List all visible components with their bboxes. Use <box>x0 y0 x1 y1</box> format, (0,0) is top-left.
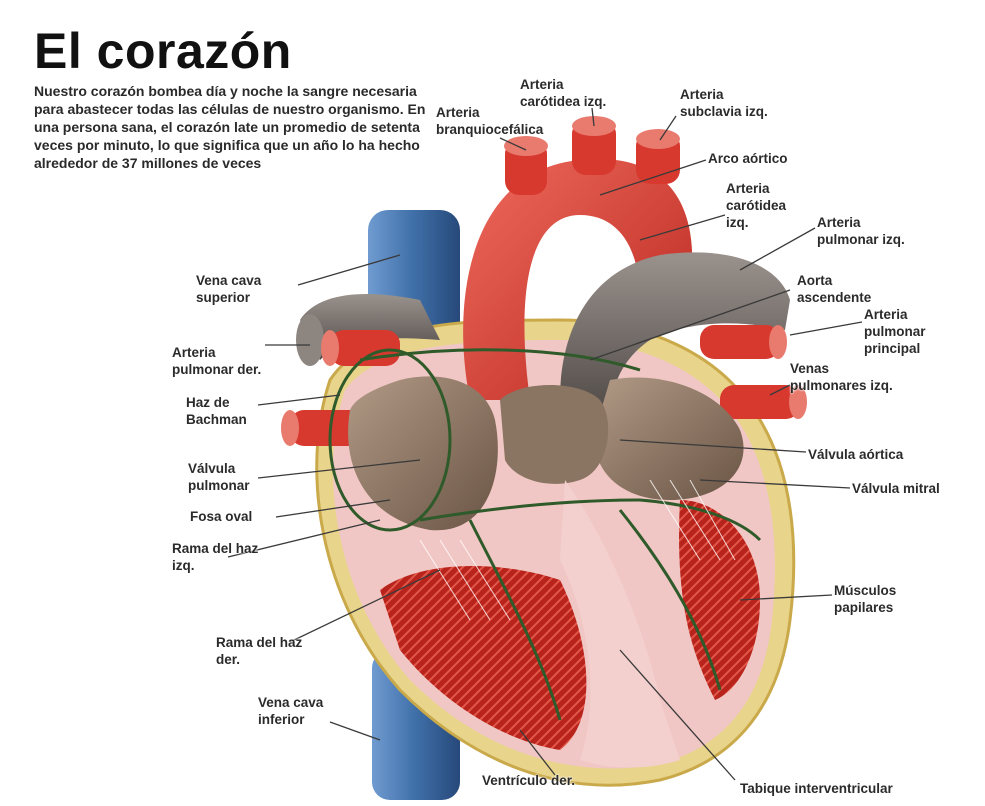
label-rama-del-haz-der: Rama del haz der. <box>216 634 302 668</box>
label-arteria-carotidea-izq: Arteria carótidea izq. <box>726 180 786 231</box>
label-rama-del-haz-izq: Rama del haz izq. <box>172 540 258 574</box>
label-venas-pulmonares-izq: Venas pulmonares izq. <box>790 360 893 394</box>
label-aorta-ascendente: Aorta ascendente <box>797 272 871 306</box>
label-vena-cava-inferior: Vena cava inferior <box>258 694 323 728</box>
label-valvula-aortica: Válvula aórtica <box>808 446 903 463</box>
label-arteria-subclavia-izq: Arteria subclavia izq. <box>680 86 768 120</box>
label-fosa-oval: Fosa oval <box>190 508 252 525</box>
label-vena-cava-superior: Vena cava superior <box>196 272 261 306</box>
label-arteria-pulmonar-principal: Arteria pulmonar principal <box>864 306 926 357</box>
label-arteria-pulmonar-der: Arteria pulmonar der. <box>172 344 261 378</box>
valve-center <box>500 385 608 484</box>
label-musculos-papilares: Músculos papilares <box>834 582 896 616</box>
label-haz-de-bachman: Haz de Bachman <box>186 394 247 428</box>
label-arteria-carotidea-izq-top: Arteria carótidea izq. <box>520 76 606 110</box>
label-ventriculo-der: Ventrículo der. <box>482 772 575 789</box>
label-arteria-pulmonar-izq: Arteria pulmonar izq. <box>817 214 905 248</box>
label-valvula-mitral: Válvula mitral <box>852 480 940 497</box>
pulmonary-vein-left-2 <box>720 385 800 419</box>
label-arco-aortico: Arco aórtico <box>708 150 788 167</box>
pulmonary-vein-left-1 <box>700 325 780 359</box>
label-valvula-pulmonar: Válvula pulmonar <box>188 460 250 494</box>
label-tabique-interventricular: Tabique interventricular <box>740 780 893 797</box>
